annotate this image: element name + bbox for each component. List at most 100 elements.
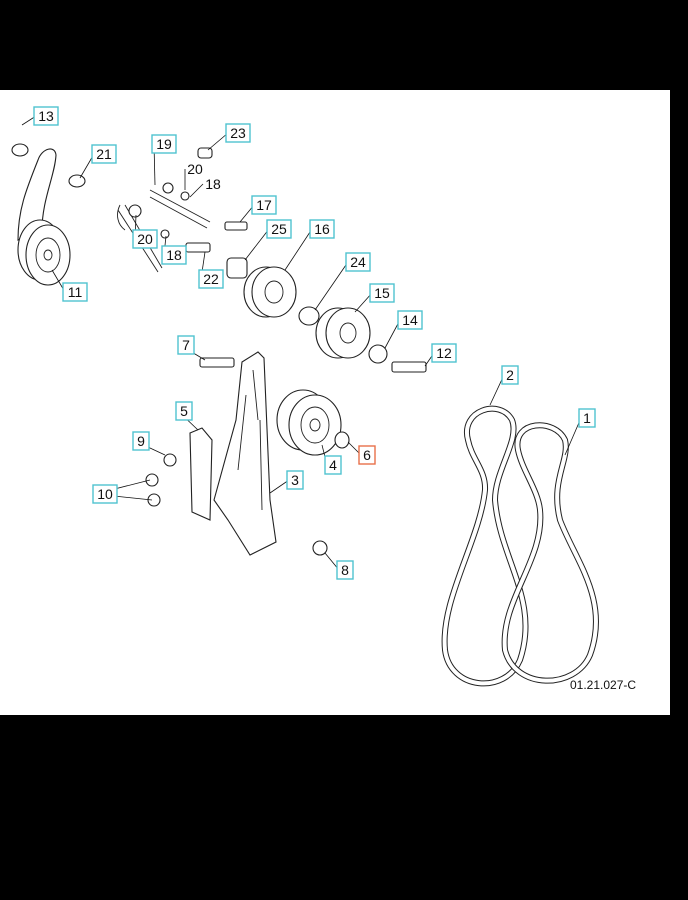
bolt-17 <box>224 221 248 231</box>
callout-box <box>132 431 150 451</box>
callout-number: 16 <box>314 221 330 237</box>
callout-22[interactable]: 22 <box>198 251 224 289</box>
callout-12[interactable]: 12 <box>424 343 457 367</box>
callout-number: 23 <box>230 125 246 141</box>
leader-line <box>207 132 229 151</box>
callout-1[interactable]: 1 <box>564 408 596 456</box>
callout-13[interactable]: 13 <box>21 106 59 126</box>
callout-number: 1 <box>583 410 591 426</box>
callout-number: 4 <box>329 457 337 473</box>
leader-line <box>314 261 349 311</box>
callout-number: 22 <box>203 271 219 287</box>
callout-16[interactable]: 16 <box>284 219 335 271</box>
callout-number: 8 <box>341 562 349 578</box>
callout-box <box>225 123 251 143</box>
callout-18[interactable]: 18 <box>161 235 187 265</box>
callout-box <box>431 343 457 363</box>
callout-number: 24 <box>350 254 366 270</box>
callout-number: 2 <box>506 367 514 383</box>
callout-box <box>91 144 117 164</box>
callout-24[interactable]: 24 <box>314 252 371 311</box>
callout-number: 12 <box>436 345 452 361</box>
callout-19[interactable]: 19 <box>151 134 177 186</box>
nut-6 <box>334 431 350 449</box>
callout-number: 13 <box>38 108 54 124</box>
callout-number: 6 <box>363 447 371 463</box>
callout-14[interactable]: 14 <box>384 310 423 349</box>
pulley-4-bore <box>309 418 321 432</box>
washer-14 <box>368 344 388 364</box>
callout-box <box>369 283 395 303</box>
plate-5 <box>189 427 213 521</box>
bushing-25 <box>226 257 248 279</box>
callout-2[interactable]: 2 <box>489 365 519 406</box>
leader-line <box>354 292 373 313</box>
callout-5[interactable]: 5 <box>175 401 199 431</box>
callout-number: 18 <box>205 176 221 192</box>
callout-number: 25 <box>271 221 287 237</box>
callout-21[interactable]: 21 <box>79 144 117 179</box>
callout-7[interactable]: 7 <box>177 335 206 361</box>
callout-10[interactable]: 10 <box>92 479 153 504</box>
callout-box <box>151 134 177 154</box>
belt-2-inner <box>442 406 528 686</box>
callout-number: 7 <box>182 337 190 353</box>
callout-8[interactable]: 8 <box>324 552 354 580</box>
washer-20 <box>162 182 174 194</box>
callout-15[interactable]: 15 <box>354 283 395 313</box>
callout-box <box>309 219 335 239</box>
callout-box <box>92 484 118 504</box>
callout-23[interactable]: 23 <box>207 123 251 151</box>
drawing-code: 01.21.027-C <box>570 678 636 692</box>
callout-6[interactable]: 6 <box>347 441 376 465</box>
callout-17[interactable]: 17 <box>239 195 277 223</box>
callout-box <box>286 470 304 490</box>
leader-line <box>284 228 313 271</box>
callout-box <box>251 195 277 215</box>
callout-11[interactable]: 11 <box>51 269 88 302</box>
bracket-3 <box>213 351 277 556</box>
pulley-4-hub <box>300 406 330 444</box>
callout-9[interactable]: 9 <box>132 431 166 456</box>
callout-number: 5 <box>180 403 188 419</box>
leader-line <box>244 228 270 261</box>
callout-box <box>175 401 193 421</box>
callout-20[interactable]: 20 <box>132 214 158 249</box>
callout-number: 3 <box>291 472 299 488</box>
callout-number: 20 <box>187 161 203 177</box>
pulley-4 <box>288 394 342 456</box>
callout-18[interactable]: 18 <box>189 176 221 198</box>
pin-22 <box>185 242 211 253</box>
callout-box <box>501 365 519 385</box>
idler-arm <box>17 148 57 241</box>
bracket-3-slots <box>237 369 263 511</box>
leader-line <box>189 183 204 198</box>
clip-18 <box>180 191 190 201</box>
callout-box <box>324 455 342 475</box>
callout-20[interactable]: 20 <box>184 161 203 190</box>
washer-20b <box>128 204 142 218</box>
callout-number: 14 <box>402 312 418 328</box>
callout-4[interactable]: 4 <box>321 444 342 475</box>
callout-number: 17 <box>256 197 272 213</box>
washer-13 <box>11 143 29 157</box>
pulley-11-hub <box>35 237 61 273</box>
diagram-panel <box>0 90 670 715</box>
belt-1-inner <box>502 423 598 683</box>
callout-number: 15 <box>374 285 390 301</box>
callout-number: 10 <box>97 486 113 502</box>
callout-3[interactable]: 3 <box>269 470 304 494</box>
callout-box <box>578 408 596 428</box>
callout-number: 18 <box>166 247 182 263</box>
screw-10a <box>145 473 159 487</box>
bolt-12 <box>391 361 427 373</box>
callout-box <box>161 245 187 265</box>
callout-number: 21 <box>96 146 112 162</box>
callout-box <box>198 269 224 289</box>
bolt-7 <box>199 357 235 368</box>
callout-25[interactable]: 25 <box>244 219 292 261</box>
pulley-11 <box>25 224 71 286</box>
screw-9 <box>163 453 177 467</box>
